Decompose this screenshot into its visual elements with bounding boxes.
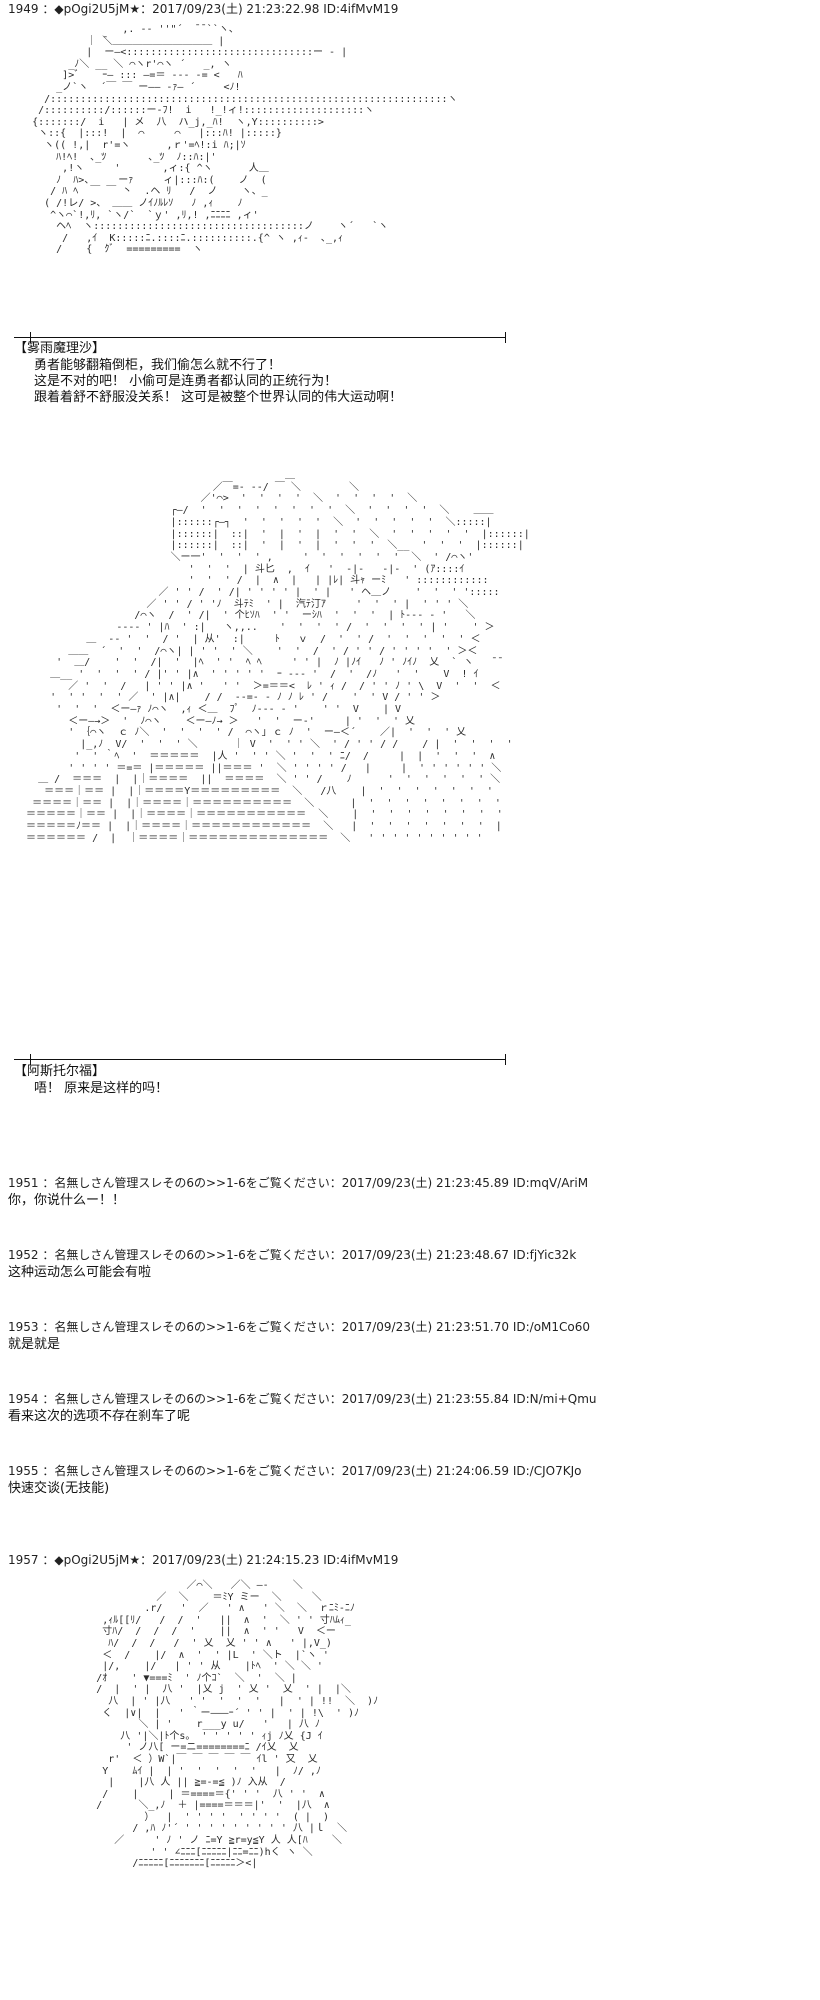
marisa-line-3: 跟着着舒不舒服没关系！ 这可是被整个世界认同的伟大运动啊！: [34, 390, 403, 405]
post-1953-body: 就是就是: [8, 1337, 61, 1352]
post-1955-header: 1955 ：名無しさん管理スレその6の>>1-6をご覧ください：2017/09/…: [8, 1464, 582, 1478]
divider-tick-right-2: [505, 1054, 506, 1065]
marisa-ascii-art: ,. -‐ ''"´ ̄ ̄ ``ヽ、 ｜ ̄＼＿＿＿＿＿＿＿＿＿＿ | | ー…: [32, 24, 458, 256]
post-1955-body: 快速交谈(无技能): [8, 1481, 110, 1496]
post-1949-header: 1949 ：◆pOgi2U5jM★：2017/09/23(土) 21:23:22…: [8, 2, 399, 16]
divider-tick-left-2: [30, 1054, 31, 1065]
post-1951-header: 1951 ：名無しさん管理スレその6の>>1-6をご覧ください：2017/09/…: [8, 1176, 589, 1190]
divider-tick-left-1: [30, 332, 31, 343]
divider-tick-right-1: [505, 332, 506, 343]
marisa-line-2: 这是不对的吧！ 小偷可是连勇者都认同的正统行为！: [34, 374, 338, 389]
post-1957-header: 1957 ：◆pOgi2U5jM★：2017/09/23(土) 21:24:15…: [8, 1553, 399, 1567]
post-1952-body: 这种运动怎么可能会有啦: [8, 1265, 152, 1280]
speaker-marisa: 【雾雨魔理沙】: [14, 341, 106, 356]
astolfo-scene-ascii-art: ＿ ／￣=‐ -‐/ ￣ ＼ ＼ ／'⌒> ' ' ' ' ＼ ' ' ' ' …: [26, 470, 530, 844]
post-1952-header: 1952 ：名無しさん管理スレその6の>>1-6をご覧ください：2017/09/…: [8, 1248, 577, 1262]
post-1951-body: 你，你说什么ー！！: [8, 1193, 126, 1208]
post-1954-header: 1954 ：名無しさん管理スレその6の>>1-6をご覧ください：2017/09/…: [8, 1392, 597, 1406]
post-1953-header: 1953 ：名無しさん管理スレその6の>>1-6をご覧ください：2017/09/…: [8, 1320, 591, 1334]
post-1954-body: 看来这次的选项不存在刹车了呢: [8, 1409, 191, 1424]
marisa-line-1: 勇者能够翻箱倒柜，我们偷怎么就不行了！: [34, 358, 282, 373]
astolfo-closeup-ascii-art: ／⌒＼ ／＼ ―- ＼ ／ ＼ ＝ﾐY ミー ＼ ＼ .r/ ' ／ ' ∧ '…: [96, 1580, 379, 1870]
speaker-astolfo: 【阿斯托尔福】: [14, 1064, 106, 1079]
dialogue-divider-1: [14, 337, 506, 338]
dialogue-divider-2: [14, 1059, 506, 1060]
astolfo-line-1: 唔！ 原来是这样的吗！: [34, 1081, 169, 1096]
